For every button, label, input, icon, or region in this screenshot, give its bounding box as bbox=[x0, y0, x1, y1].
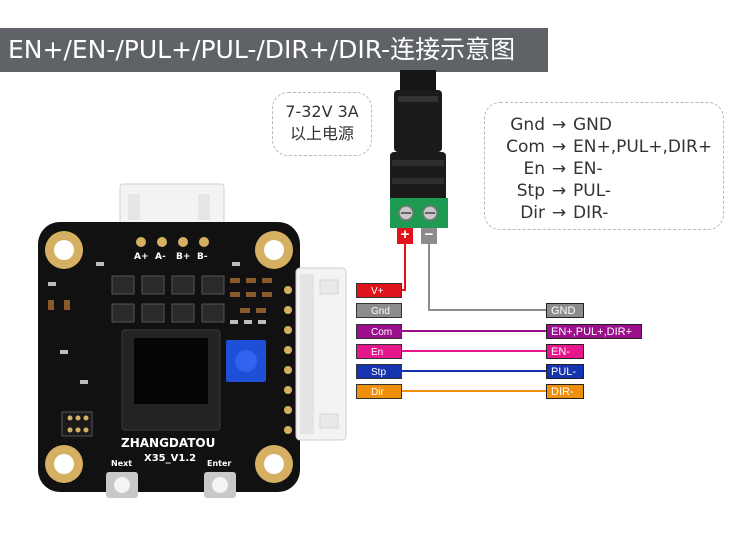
mapping-from: Gnd bbox=[510, 115, 545, 135]
wire-label-en: En bbox=[356, 344, 402, 359]
arrow-icon: → bbox=[551, 115, 567, 135]
mapping-from: Dir bbox=[520, 203, 545, 223]
enter-button-label: Enter bbox=[207, 459, 232, 468]
power-plus-tab bbox=[397, 228, 413, 244]
motor-pin-b-plus: B+ bbox=[176, 252, 191, 262]
arrow-icon: → bbox=[551, 137, 567, 157]
board-brand: ZHANGDATOU bbox=[121, 436, 216, 450]
target-label-dir-minus: DIR- bbox=[546, 384, 584, 399]
target-label-en-minus: EN- bbox=[546, 344, 584, 359]
arrow-icon: → bbox=[551, 159, 567, 179]
mapping-to: EN+,PUL+,DIR+ bbox=[573, 137, 713, 157]
power-spec: 7-32V 3A bbox=[285, 102, 359, 121]
wire-label-vplus: V+ bbox=[356, 283, 402, 298]
mapping-row-stp: Stp → PUL- bbox=[485, 180, 723, 202]
minus-symbol: − bbox=[424, 226, 434, 243]
mapping-from: En bbox=[523, 159, 545, 179]
wire-label-com: Com bbox=[356, 324, 402, 339]
arrow-icon: → bbox=[551, 203, 567, 223]
mapping-to: PUL- bbox=[573, 181, 612, 201]
wire-label-dir: Dir bbox=[356, 384, 402, 399]
arrow-icon: → bbox=[551, 181, 567, 201]
motor-pin-b-minus: B- bbox=[197, 252, 208, 262]
mapping-row-com: Com → EN+,PUL+,DIR+ bbox=[485, 136, 723, 158]
mapping-to: DIR- bbox=[573, 203, 609, 223]
target-label-gnd: GND bbox=[546, 303, 584, 318]
mapping-to: GND bbox=[573, 115, 612, 135]
target-label-common-plus: EN+,PUL+,DIR+ bbox=[546, 324, 642, 339]
target-label-pul-minus: PUL- bbox=[546, 364, 584, 379]
power-minus-tab bbox=[421, 228, 437, 244]
side-connector bbox=[295, 267, 347, 441]
mapping-row-en: En → EN- bbox=[485, 158, 723, 180]
wire-label-gnd: Gnd bbox=[356, 303, 402, 318]
power-spec-note: 以上电源 bbox=[289, 124, 354, 143]
plus-symbol: + bbox=[400, 226, 410, 243]
controller-board bbox=[38, 222, 300, 498]
motor-pin-a-minus: A- bbox=[155, 252, 166, 262]
mapping-from: Com bbox=[506, 137, 545, 157]
power-supply-note: 7-32V 3A 以上电源 bbox=[272, 92, 372, 156]
mapping-from: Stp bbox=[516, 181, 545, 201]
board-model: X35_V1.2 bbox=[144, 453, 197, 464]
pin-mapping-note: Gnd → GND Com → EN+,PUL+,DIR+ En → EN- S… bbox=[484, 102, 724, 230]
dc-power-jack bbox=[390, 70, 448, 228]
diagram-title: EN+/EN-/PUL+/PUL-/DIR+/DIR-连接示意图 bbox=[0, 28, 548, 72]
mapping-row-gnd: Gnd → GND bbox=[485, 114, 723, 136]
wire-label-stp: Stp bbox=[356, 364, 402, 379]
next-button-label: Next bbox=[111, 459, 133, 468]
motor-pin-a-plus: A+ bbox=[134, 252, 149, 262]
mapping-row-dir: Dir → DIR- bbox=[485, 202, 723, 224]
mapping-to: EN- bbox=[573, 159, 603, 179]
